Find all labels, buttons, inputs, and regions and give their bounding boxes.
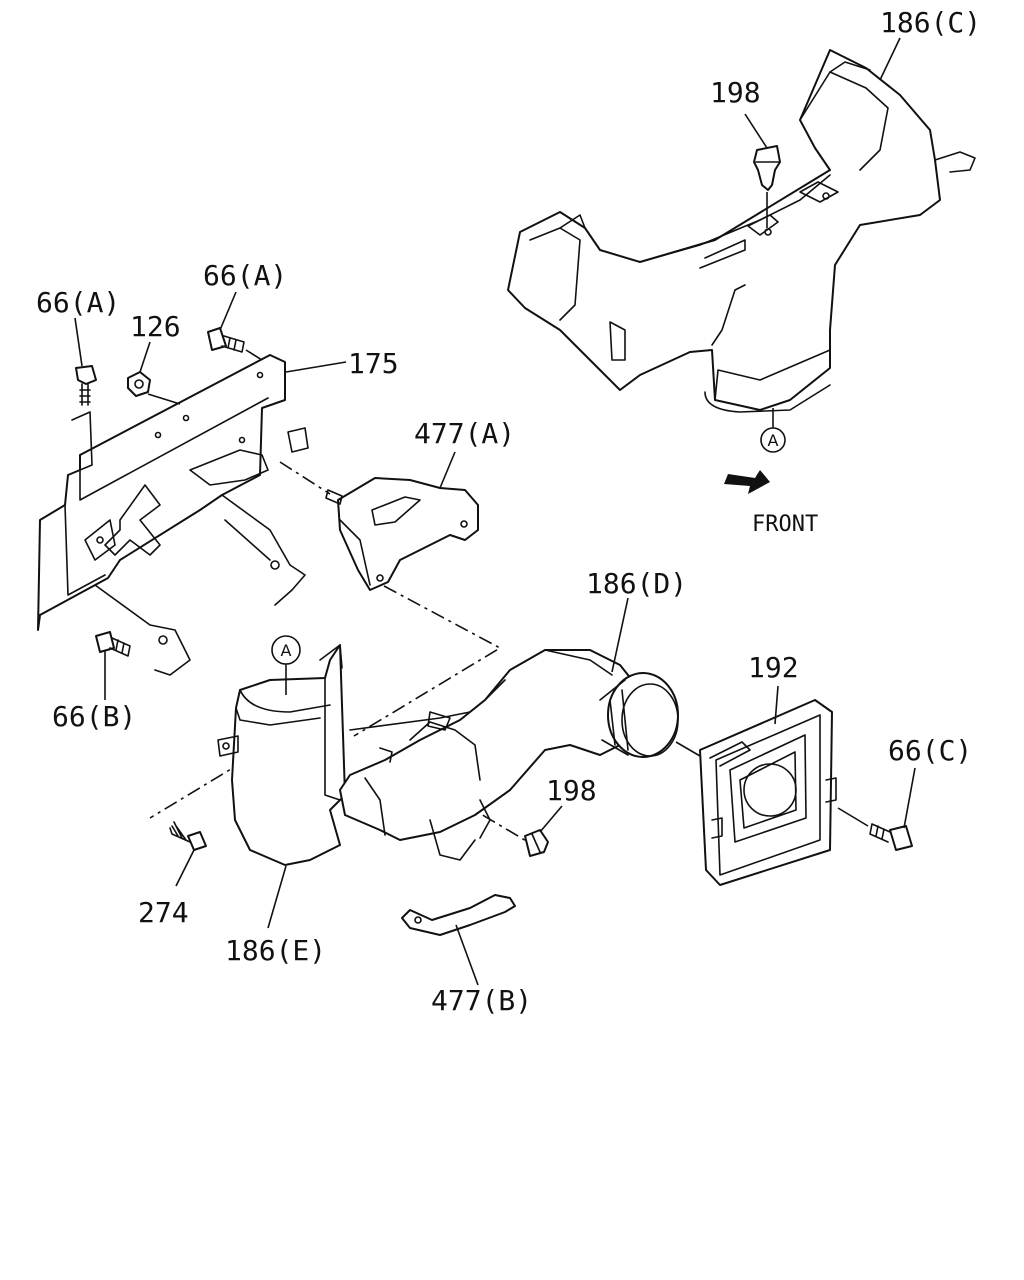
ref-a-top-label: A <box>768 431 779 450</box>
label-66a-left: 66(A) <box>36 286 120 319</box>
front-label: FRONT <box>752 512 818 537</box>
ref-a-top-marker: A <box>760 408 786 453</box>
bracket-477b <box>401 894 516 936</box>
label-66a-right: 66(A) <box>203 259 287 292</box>
label-186e: 186(E) <box>225 934 326 967</box>
label-274: 274 <box>138 896 189 929</box>
bolt-66c <box>837 807 913 851</box>
label-477b: 477(B) <box>431 984 532 1017</box>
bracket-175 <box>37 354 309 676</box>
label-126: 126 <box>130 310 181 343</box>
part-labels: 186(C) 198 66(A) 66(A) 126 175 477(A) 18… <box>36 6 981 1017</box>
nut-126 <box>127 371 181 405</box>
leaders <box>74 37 916 986</box>
plate-477a <box>325 477 479 591</box>
bolt-66a-left <box>75 365 97 406</box>
ref-a-mid-marker: A <box>271 635 301 695</box>
ref-a-mid-label: A <box>281 641 292 660</box>
dash-lines <box>149 461 529 843</box>
duct-186e <box>217 644 346 866</box>
label-192: 192 <box>748 651 799 684</box>
label-186c: 186(C) <box>880 6 981 39</box>
clip-198-top <box>753 145 781 228</box>
label-186d: 186(D) <box>586 567 687 600</box>
clip-198-mid <box>524 829 549 857</box>
label-477a: 477(A) <box>414 417 515 450</box>
label-198-mid: 198 <box>546 774 597 807</box>
bolt-66a-right <box>207 327 263 361</box>
label-66b: 66(B) <box>52 700 136 733</box>
duct-186c <box>507 49 976 413</box>
front-arrow: FRONT <box>724 470 818 537</box>
label-66c: 66(C) <box>888 734 972 767</box>
duct-186d <box>339 649 679 861</box>
bolt-66b <box>95 631 131 657</box>
screw-274 <box>169 821 207 851</box>
frame-192 <box>675 699 837 886</box>
label-175: 175 <box>348 347 399 380</box>
label-198-top: 198 <box>710 76 761 109</box>
